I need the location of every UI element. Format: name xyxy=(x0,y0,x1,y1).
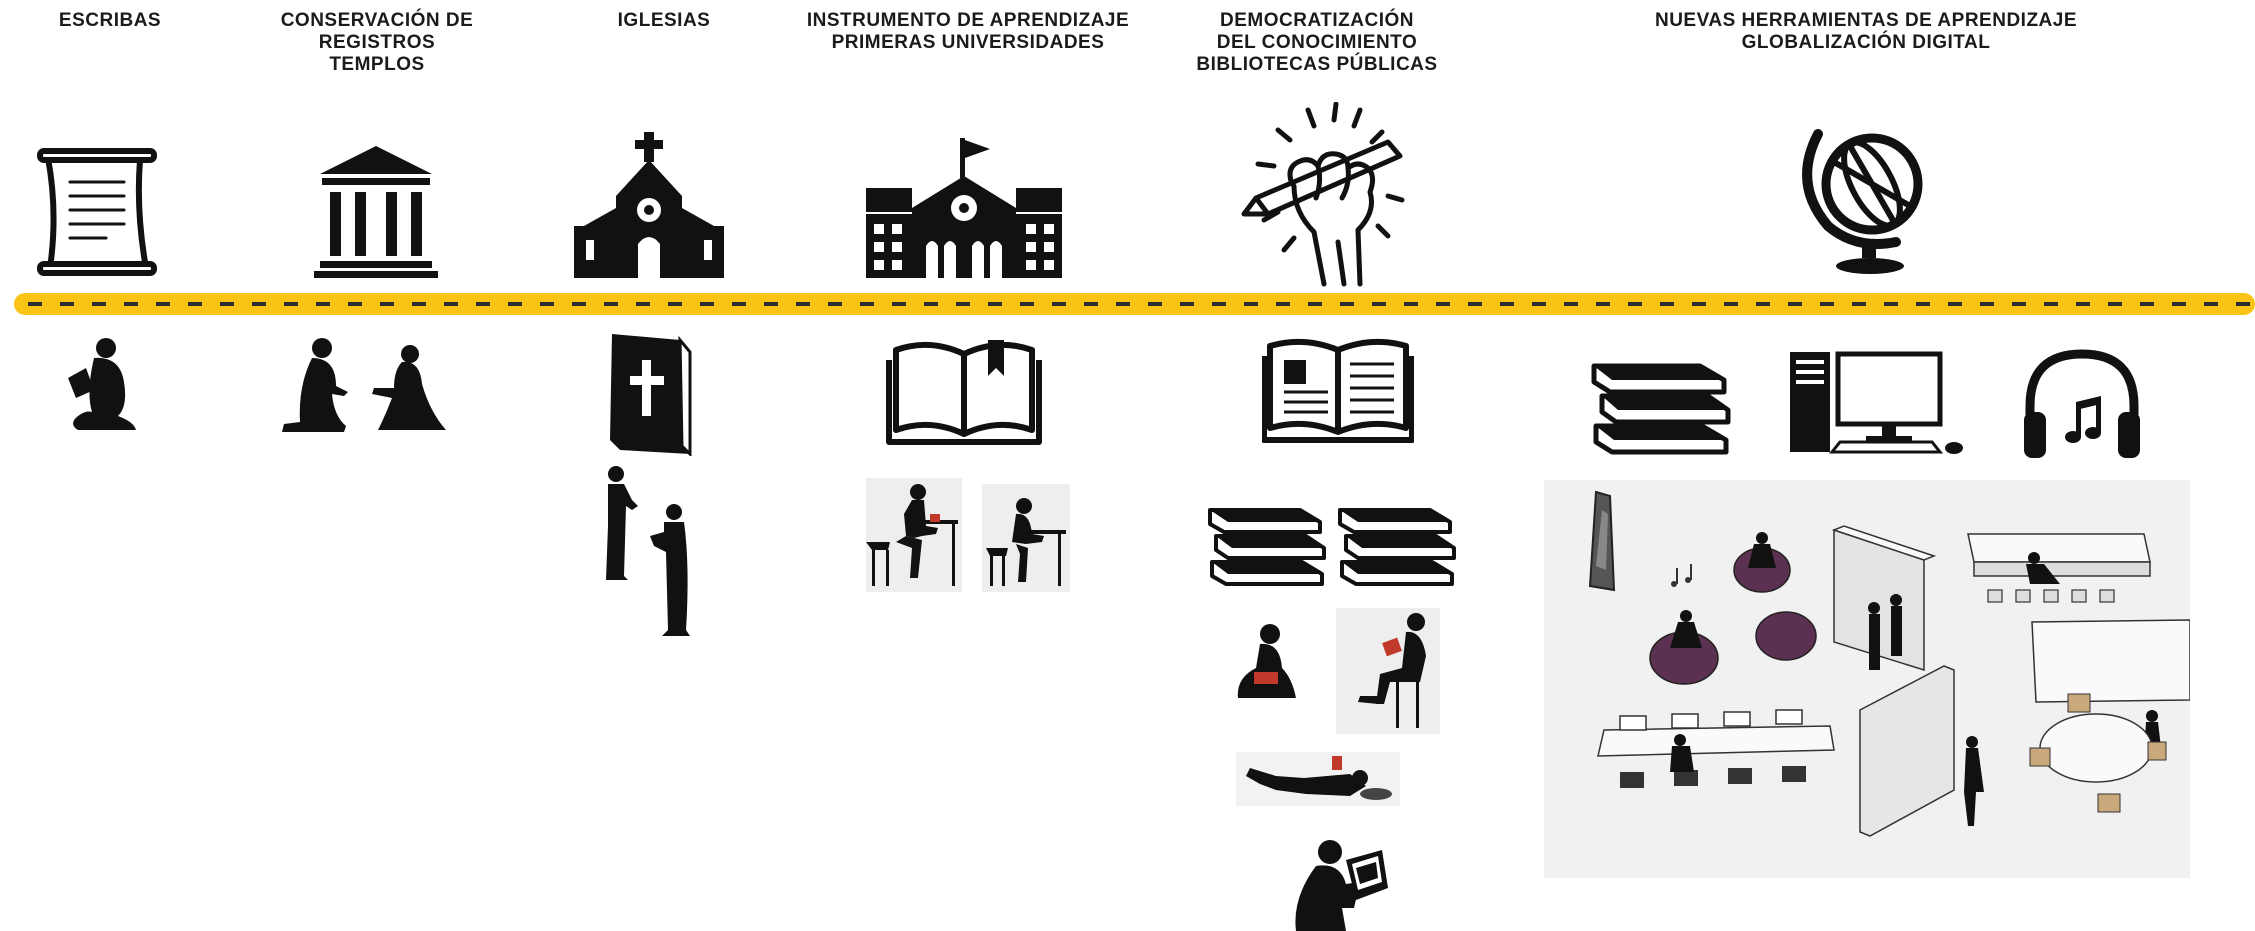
bible-icon xyxy=(610,334,692,456)
headphones-icon xyxy=(2024,349,2140,458)
header-line: CONSERVACIÓN DE xyxy=(280,10,474,31)
header-line: DEMOCRATIZACIÓN xyxy=(1220,10,1414,31)
praying-figures-icon xyxy=(282,338,446,432)
header-conservacion: CONSERVACIÓN DE REGISTROS TEMPLOS xyxy=(281,10,474,76)
header-digital: NUEVAS HERRAMIENTAS DE APRENDIZAJE GLOBA… xyxy=(1655,10,2077,54)
open-book-icon xyxy=(886,340,1042,445)
header-line: DEL CONOCIMIENTO xyxy=(1216,32,1418,53)
scroll-icon xyxy=(37,148,157,276)
books-stack-icon xyxy=(1591,363,1731,455)
header-escribas: ESCRIBAS xyxy=(59,10,161,32)
header-line: INSTRUMENTO DE APRENDIZAJE xyxy=(806,10,1130,31)
header-line: TEMPLOS xyxy=(329,54,425,75)
students-at-desks-image xyxy=(866,478,1070,592)
books-stack-icon xyxy=(1208,508,1326,586)
header-line: PRIMERAS UNIVERSIDADES xyxy=(831,32,1105,53)
header-line: IGLESIAS xyxy=(617,10,711,31)
globe-icon xyxy=(1802,129,1923,274)
priests-silhouette-icon xyxy=(606,466,690,636)
learning-space-render xyxy=(1544,480,2190,878)
open-book-icon xyxy=(1262,338,1414,443)
timeline-bar xyxy=(14,293,2255,315)
temple-icon xyxy=(314,146,438,278)
reading-scribe-icon xyxy=(68,338,136,430)
header-line: REGISTROS xyxy=(318,32,436,53)
header-line: GLOBALIZACIÓN DIGITAL xyxy=(1741,32,1991,53)
desktop-computer-icon xyxy=(1790,351,1963,454)
header-iglesias: IGLESIAS xyxy=(618,10,711,32)
church-icon xyxy=(574,132,724,278)
header-democratizacion: DEMOCRATIZACIÓN DEL CONOCIMIENTO BIBLIOT… xyxy=(1196,10,1437,76)
header-line: BIBLIOTECAS PÚBLICAS xyxy=(1196,54,1438,75)
university-icon xyxy=(866,138,1062,278)
fist-pencil-icon xyxy=(1241,102,1405,287)
books-stack-icon xyxy=(1338,508,1456,586)
reading-boy-icon xyxy=(1295,840,1388,931)
header-universidades: INSTRUMENTO DE APRENDIZAJE PRIMERAS UNIV… xyxy=(807,10,1129,54)
sitting-readers-image xyxy=(1237,608,1440,734)
header-line: ESCRIBAS xyxy=(58,10,162,31)
header-line: NUEVAS HERRAMIENTAS DE APRENDIZAJE xyxy=(1654,10,2078,31)
lying-reader-image xyxy=(1236,752,1400,806)
